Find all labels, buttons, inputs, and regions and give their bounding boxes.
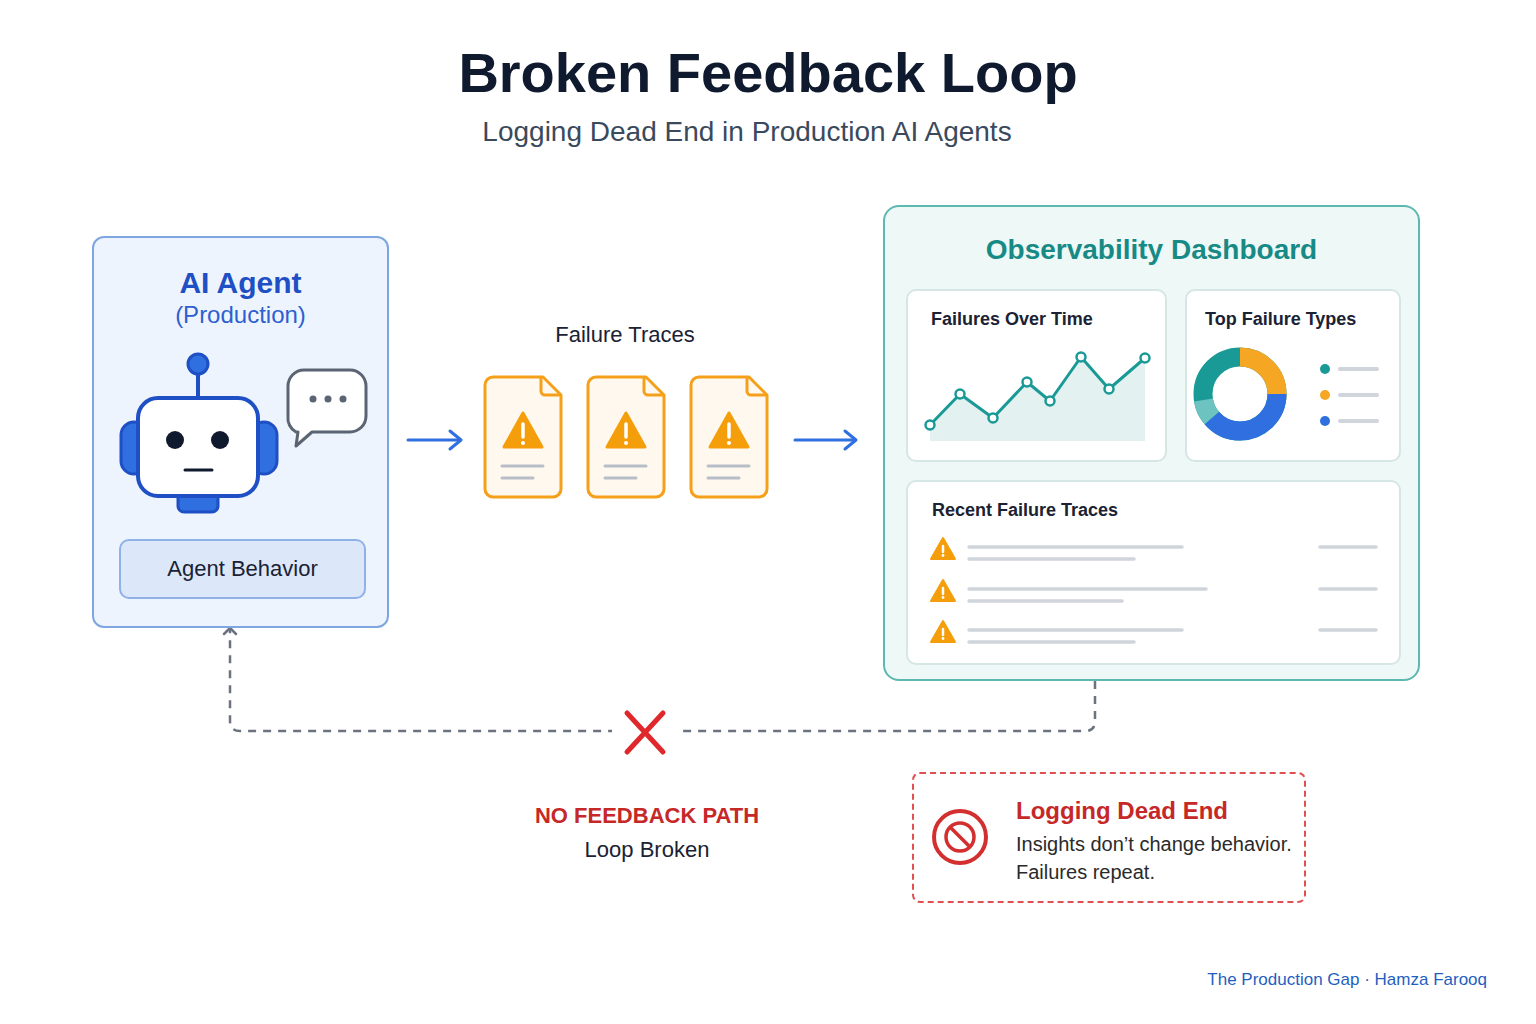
- node-box: Recent Failure Traces: [906, 480, 1401, 665]
- node-heading: Logging Dead End: [1016, 796, 1292, 826]
- diagram-title: Broken Feedback Loop: [200, 40, 1336, 106]
- diagram-subtitle: Logging Dead End in Production AI Agents: [300, 115, 1194, 149]
- node-box: Failures Over Time: [906, 289, 1167, 462]
- node-heading: Top Failure Types: [1205, 308, 1391, 330]
- title-wrap: Broken Feedback Loop: [200, 40, 1336, 106]
- text-label: Loop Broken: [497, 837, 797, 863]
- node-body: Insights don’t change behavior. Failures…: [1016, 830, 1292, 886]
- text-label: NO FEEDBACK PATH: [497, 803, 797, 829]
- label-wrap: Failure Traces: [475, 322, 775, 348]
- node-heading: Agent Behavior: [129, 556, 356, 582]
- node-box: Logging Dead EndInsights don’t change be…: [912, 772, 1306, 903]
- node-heading: Recent Failure Traces: [932, 499, 1391, 521]
- label-wrap: The Production Gap · Hamza Farooq: [1087, 969, 1487, 991]
- node-box: Observability Dashboard Failures Over Ti…: [883, 205, 1420, 681]
- node-body: (Production): [104, 300, 377, 330]
- caption-wrap: Logging Dead End in Production AI Agents: [300, 115, 1194, 149]
- label-wrap: NO FEEDBACK PATH: [497, 803, 797, 829]
- broken-mark: [612, 712, 678, 756]
- node-box: AI Agent(Production) Agent Behavior: [92, 236, 389, 628]
- label-wrap: Loop Broken: [497, 837, 797, 863]
- node-heading: Failures Over Time: [931, 308, 1157, 330]
- node-box: Agent Behavior: [119, 539, 366, 599]
- node-heading: AI Agent: [104, 266, 377, 300]
- trace-documents: [485, 377, 767, 497]
- text-label: The Production Gap · Hamza Farooq: [1087, 969, 1487, 991]
- node-box: Top Failure Types: [1185, 289, 1401, 462]
- node-heading: Observability Dashboard: [895, 233, 1408, 267]
- text-label: Failure Traces: [475, 322, 775, 348]
